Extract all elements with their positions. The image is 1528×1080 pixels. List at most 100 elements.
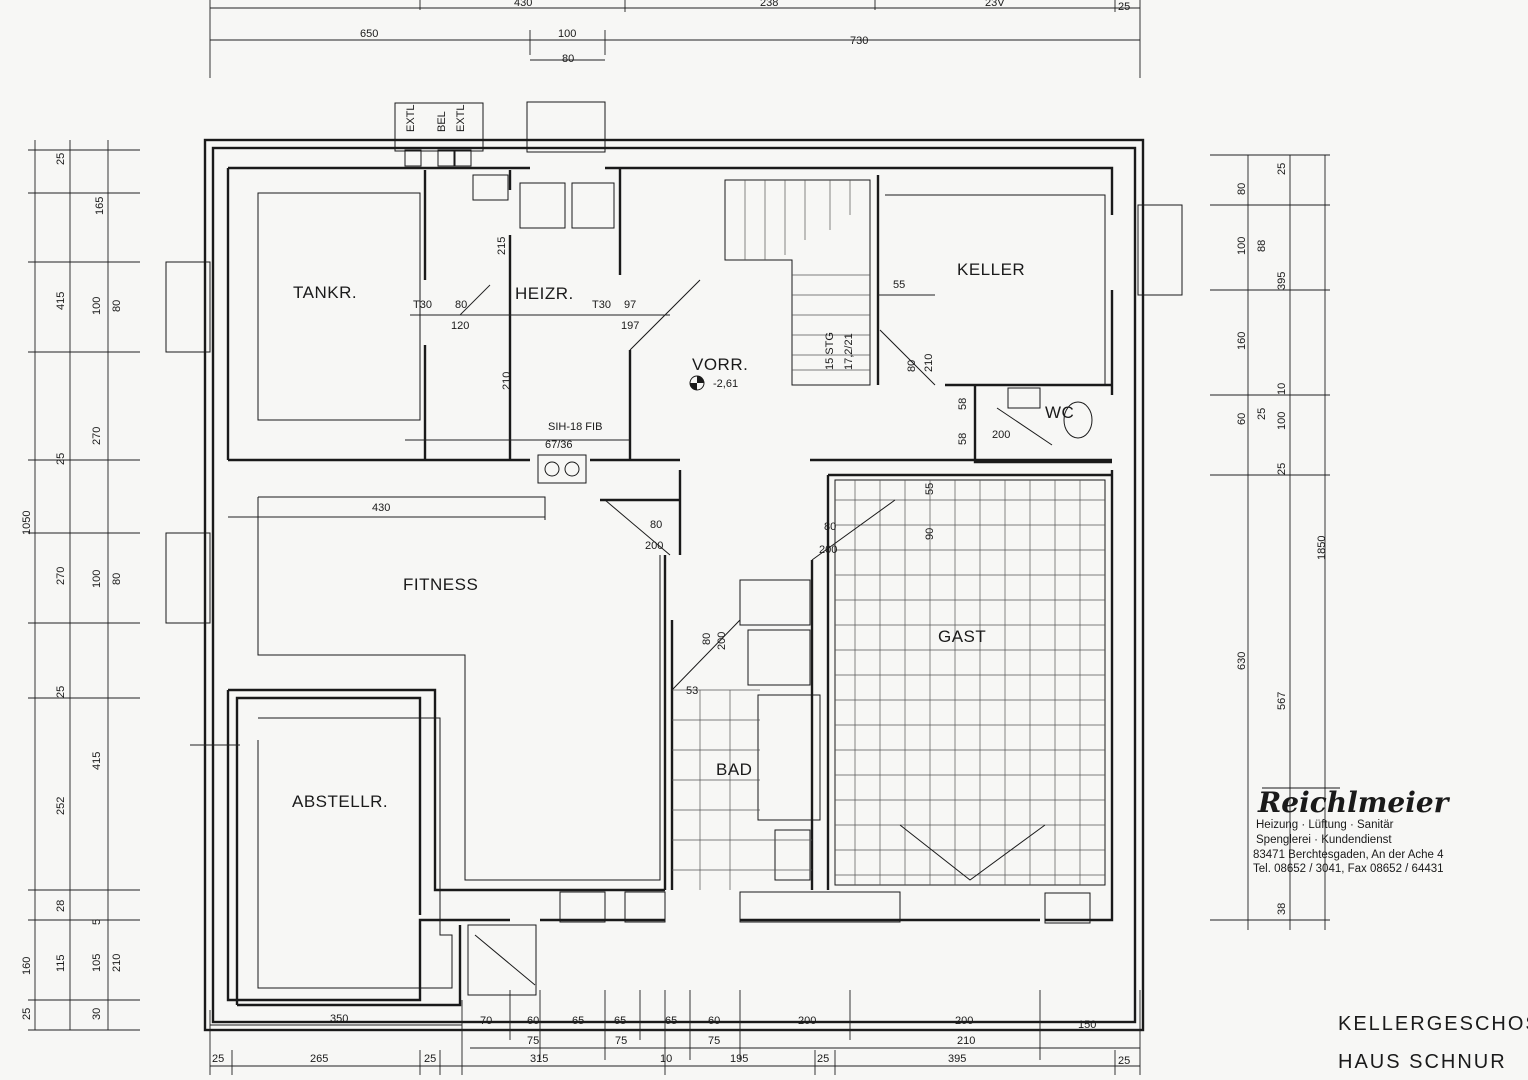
door-swings xyxy=(190,279,1053,986)
dim-top-r1-2: 23V xyxy=(985,0,1005,9)
dim-left-7: 1050 xyxy=(21,511,33,535)
door-t30-b-height: 197 xyxy=(621,320,639,332)
dim-bot-r2-3: 210 xyxy=(957,1035,975,1047)
extl-1: EXTL xyxy=(405,104,417,132)
dim-left-1: 165 xyxy=(94,197,106,215)
room-label-tankr: TANKR. xyxy=(293,283,357,302)
dim-right-5: 160 xyxy=(1236,332,1248,350)
dim-left-16: 160 xyxy=(21,957,33,975)
dim-left-9: 100 xyxy=(91,570,103,588)
stamp-line-3: 83471 Berchtesgaden, An der Ache 4 xyxy=(1253,849,1444,861)
room-label-heizr: HEIZR. xyxy=(515,284,574,303)
room-label-keller: KELLER xyxy=(957,260,1025,279)
dim-left-17: 115 xyxy=(55,954,67,972)
room-label-abstellr: ABSTELLR. xyxy=(292,792,388,811)
wc-dim-200: 200 xyxy=(992,429,1010,441)
door-labels: T30 80 120 T30 97 197 SIH-18 FIB 67/36 2… xyxy=(372,104,1010,697)
dim-left-21: 30 xyxy=(91,1008,103,1020)
heiz-dim-215: 215 xyxy=(496,237,508,255)
dim-left-3: 100 xyxy=(91,297,103,315)
dim-bot-r1-4: 65 xyxy=(614,1015,626,1027)
dim-bot-r2-1: 75 xyxy=(615,1035,627,1047)
title-floor: KELLERGESCHOSS xyxy=(1338,1013,1528,1035)
door-t30-a: T30 xyxy=(413,299,432,311)
dim-right-10: 25 xyxy=(1276,463,1288,475)
sih-size: 67/36 xyxy=(545,439,573,451)
door-t30-b-width: 97 xyxy=(624,299,636,311)
dimensions-top: 430 238 23V 25 650 100 730 80 xyxy=(209,0,1141,78)
gast-dim-90: 90 xyxy=(924,528,936,540)
dim-top-r1-3: 25 xyxy=(1118,1,1130,13)
dim-left-0: 25 xyxy=(55,153,67,165)
title-house: HAUS SCHNUR xyxy=(1338,1051,1507,1073)
dim-right-9: 100 xyxy=(1276,412,1288,430)
dim-right-13: 567 xyxy=(1276,692,1288,710)
sih-label: SIH-18 FIB xyxy=(548,421,602,433)
mid-dim-80a: 80 xyxy=(650,519,662,531)
dim-bot-r3-6: 25 xyxy=(817,1053,829,1065)
level-marker-icon xyxy=(689,375,705,391)
dim-right-3: 88 xyxy=(1256,240,1268,252)
dim-bot-r1-1: 70 xyxy=(480,1015,492,1027)
dim-bot-r1-2: 60 xyxy=(527,1015,539,1027)
dim-top-r2a: 650 xyxy=(360,28,378,40)
door-t30-a-width: 80 xyxy=(455,299,467,311)
room-label-vorr: VORR. xyxy=(692,355,748,374)
dim-bot-r3-2: 25 xyxy=(424,1053,436,1065)
keller-dim-210: 210 xyxy=(923,354,935,372)
dim-bot-r2-2: 75 xyxy=(708,1035,720,1047)
stair-rise: 17,2/21 xyxy=(843,333,855,370)
dimensions-bottom: 350 70 60 65 65 65 60 200 200 150 75 75 … xyxy=(209,990,1141,1075)
dim-right-1: 25 xyxy=(1276,163,1288,175)
company-stamp: Reichlmeier Heizung · Lüftung · Sanitär … xyxy=(1253,786,1451,875)
door-t30-a-height: 120 xyxy=(451,320,469,332)
dim-left-4: 80 xyxy=(111,300,123,312)
dim-right-11: 1850 xyxy=(1316,536,1328,560)
room-label-fitness: FITNESS xyxy=(403,575,478,594)
dim-left-8: 270 xyxy=(55,567,67,585)
dim-bot-r1-6: 60 xyxy=(708,1015,720,1027)
dim-bot-r3-8: 25 xyxy=(1118,1055,1130,1067)
room-label-gast: GAST xyxy=(938,627,986,646)
extl-2: EXTL xyxy=(455,104,467,132)
room-label-wc: WC xyxy=(1045,403,1074,422)
dim-bot-r3-4: 10 xyxy=(660,1053,672,1065)
dim-right-8: 25 xyxy=(1256,408,1268,420)
dim-left-15: 5 xyxy=(91,919,103,925)
dim-bot-r2-0: 75 xyxy=(527,1035,539,1047)
stamp-line-1: Heizung · Lüftung · Sanitär xyxy=(1256,819,1394,831)
dim-right-0: 80 xyxy=(1236,183,1248,195)
gast-tile-grid xyxy=(835,480,1105,885)
bad-dim-80: 80 xyxy=(701,633,713,645)
dim-bot-r1-5: 65 xyxy=(665,1015,677,1027)
dim-left-14: 28 xyxy=(55,900,67,912)
dim-right-12: 630 xyxy=(1236,652,1248,670)
mid-dim-200a: 200 xyxy=(645,540,663,552)
level-mark: -2,61 xyxy=(713,378,738,390)
dim-left-5: 270 xyxy=(91,427,103,445)
dimensions-left: 25 165 415 100 80 270 25 1050 270 100 80… xyxy=(21,140,140,1031)
dim-bot-r3-0: 25 xyxy=(212,1053,224,1065)
fitness-dim-430: 430 xyxy=(372,502,390,514)
dim-left-19: 210 xyxy=(111,954,123,972)
dim-top-r2c: 730 xyxy=(850,35,868,47)
room-labels: TANKR. HEIZR. KELLER VORR. -2,61 WC FITN… xyxy=(292,260,1074,811)
dim-right-14: 38 xyxy=(1276,903,1288,915)
dim-bot-r1-7: 200 xyxy=(798,1015,816,1027)
bad-dim-200: 200 xyxy=(716,632,728,650)
wc-dim-58b: 58 xyxy=(957,433,969,445)
heiz-dim-210: 210 xyxy=(501,372,513,390)
dim-bot-r1-0: 350 xyxy=(330,1013,348,1025)
dim-right-2: 100 xyxy=(1236,237,1248,255)
dim-left-6: 25 xyxy=(55,453,67,465)
extl-bel: BEL xyxy=(436,111,448,132)
dim-left-10: 80 xyxy=(111,573,123,585)
dim-bot-r1-8: 200 xyxy=(955,1015,973,1027)
dim-top-r1-1: 238 xyxy=(760,0,778,9)
dim-left-13: 252 xyxy=(55,797,67,815)
dim-left-12: 415 xyxy=(91,752,103,770)
bad-dim-53: 53 xyxy=(686,685,698,697)
dim-right-7: 60 xyxy=(1236,413,1248,425)
mid-dim-80b: 80 xyxy=(824,521,836,533)
